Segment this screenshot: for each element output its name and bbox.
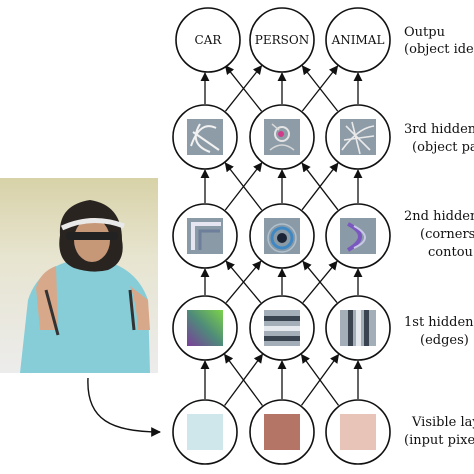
hidden-layer-3 bbox=[172, 104, 391, 170]
output-node-animal-label: ANIMAL bbox=[331, 33, 385, 47]
output-node-animal: ANIMAL bbox=[325, 7, 391, 73]
visible-node-2 bbox=[249, 399, 315, 465]
hidden2-node-2 bbox=[249, 203, 315, 269]
hidden3-node-2 bbox=[249, 104, 315, 170]
visible-pixel-3 bbox=[340, 414, 376, 450]
visible-node-3 bbox=[325, 399, 391, 465]
connection-arrow bbox=[224, 65, 263, 112]
visible-pixel-2 bbox=[264, 414, 300, 450]
connection-arrow bbox=[224, 353, 263, 406]
output-node-person-label: PERSON bbox=[255, 33, 309, 47]
hidden3-node-1 bbox=[172, 104, 238, 170]
layer-labels: Outpu (object iden 3rd hidden (object pa… bbox=[404, 25, 474, 448]
output-node-car: CAR bbox=[175, 7, 241, 73]
connection-arrows bbox=[200, 65, 363, 406]
hidden-layer-1 bbox=[172, 295, 391, 361]
hidden3-node-3 bbox=[325, 104, 391, 170]
label-hidden2-3: contou bbox=[428, 245, 473, 260]
connection-arrow bbox=[224, 162, 263, 211]
hidden2-node-3 bbox=[325, 203, 391, 269]
output-node-person: PERSON bbox=[249, 7, 315, 73]
connection-arrow bbox=[300, 353, 340, 406]
label-hidden1-2: (edges) bbox=[420, 333, 469, 348]
hidden1-node-2 bbox=[249, 295, 315, 361]
label-visible-1: Visible lay bbox=[411, 415, 474, 430]
label-hidden2-1: 2nd hidden bbox=[404, 209, 474, 224]
connection-arrow bbox=[302, 260, 338, 304]
hidden-layer-2 bbox=[172, 203, 391, 269]
connection-arrow bbox=[301, 162, 339, 211]
output-layer: CAR PERSON ANIMAL bbox=[175, 7, 391, 73]
label-output-2: (object iden bbox=[404, 42, 474, 57]
input-photo bbox=[0, 178, 158, 373]
label-hidden1-1: 1st hidden la bbox=[404, 315, 474, 330]
visible-layer bbox=[172, 399, 391, 465]
hidden1-node-3 bbox=[325, 295, 391, 361]
hidden1-node-1 bbox=[172, 295, 238, 361]
hidden2-node-1 bbox=[172, 203, 238, 269]
connection-arrow bbox=[301, 65, 339, 112]
visible-pixel-1 bbox=[187, 414, 223, 450]
label-hidden3-2: (object pa bbox=[412, 140, 474, 155]
label-hidden3-1: 3rd hidden bbox=[404, 122, 474, 137]
output-node-car-label: CAR bbox=[195, 33, 223, 47]
visible-node-1 bbox=[172, 399, 238, 465]
connection-arrow bbox=[225, 260, 262, 304]
photo-to-input-arrow bbox=[87, 377, 161, 437]
label-output-1: Outpu bbox=[404, 25, 445, 40]
label-visible-2: (input pixe bbox=[404, 433, 474, 448]
label-hidden2-2: (corners bbox=[420, 227, 474, 242]
